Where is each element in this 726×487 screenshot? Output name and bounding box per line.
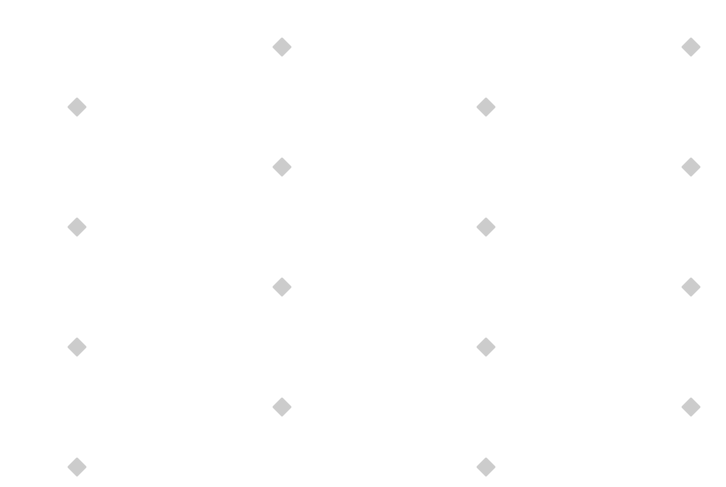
diamond-icon (67, 457, 87, 477)
diamond-icon (67, 217, 87, 237)
diamond-icon (681, 37, 701, 57)
diamond-icon (476, 217, 496, 237)
diamond-icon (272, 397, 292, 417)
diamond-icon (681, 397, 701, 417)
diamond-icon (67, 337, 87, 357)
diamond-icon (272, 277, 292, 297)
diamond-icon (272, 37, 292, 57)
diamond-icon (681, 157, 701, 177)
diamond-icon (272, 157, 292, 177)
diamond-icon (476, 337, 496, 357)
diamond-icon (476, 97, 496, 117)
diamond-icon (67, 97, 87, 117)
diamond-icon (476, 457, 496, 477)
diamond-icon (681, 277, 701, 297)
